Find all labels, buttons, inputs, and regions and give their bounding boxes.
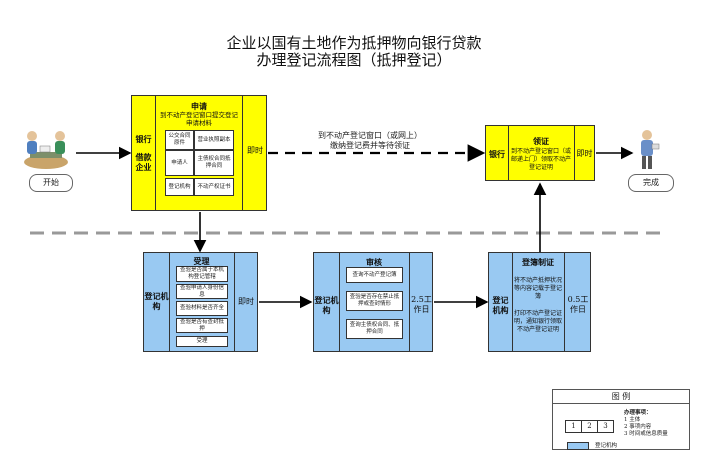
- apply-cell: 营业执照副本: [194, 130, 234, 150]
- review-cell: 查询主债权合同、抵押合同: [346, 319, 403, 339]
- legend-num-box: 2: [581, 420, 598, 433]
- diagram-subtitle: 办理登记流程图（抵押登记）: [256, 51, 452, 69]
- start-terminal: 开始: [29, 174, 73, 192]
- accept-step: 登记机构 受理 查验是否属于本机构登记管辖 查验申请人身份信息 查验材料是否齐全…: [143, 252, 258, 352]
- cert-time: 即时: [576, 149, 593, 158]
- apply-cell: 申请人: [165, 150, 194, 176]
- accept-side-label: 登记机构: [144, 291, 169, 311]
- legend-notes-title: 办理事项：: [624, 410, 652, 416]
- accept-cell: 查验是否属于本机构登记管辖: [176, 266, 228, 282]
- review-step: 登记机构 审核 查询不动产登记簿 查验是否存在禁止抵押或查封情形 查询主债权合同…: [313, 252, 433, 352]
- accept-heading: 受理: [193, 256, 210, 266]
- register-text-2: 打印不动产登记证明，通知银行领取不动产登记证明: [514, 310, 563, 333]
- start-people-icon: [18, 128, 74, 172]
- legend-note: 2 事项内容: [624, 424, 652, 430]
- legend-note: 1 主体: [624, 417, 641, 423]
- register-text-1: 将不动产抵押状况等内容记载于登记簿: [514, 277, 563, 300]
- register-time: 0.5工作日: [567, 295, 589, 314]
- apply-description: 到不动产登记窗口提交登记申请材料: [160, 111, 238, 127]
- legend: 图 例 1 2 3 办理事项： 1 主体 2 事项内容 3 时间或信息质量 登记…: [552, 389, 690, 450]
- apply-cell: 公交合同原件: [165, 130, 194, 150]
- accept-cell: 查验申请人身份信息: [176, 284, 228, 299]
- register-step: 登记机构 登簿制证 将不动产抵押状况等内容记载于登记簿 打印不动产登记证明，通知…: [488, 252, 591, 352]
- end-person-icon: [632, 128, 662, 172]
- diagram-title: 企业以国有土地作为抵押物向银行贷款: [226, 34, 482, 52]
- accept-time: 即时: [238, 297, 254, 306]
- apply-cell: 不动产权证书: [194, 178, 234, 196]
- register-side-label: 登记机构: [492, 295, 509, 315]
- legend-num-box: 3: [597, 420, 614, 433]
- apply-side-label-2: 借款: [135, 152, 152, 162]
- review-side-label: 登记机构: [314, 295, 339, 315]
- cert-side-label: 银行: [489, 149, 505, 159]
- apply-side-label-1: 银行: [135, 134, 152, 144]
- review-time: 2.5工作日: [411, 295, 432, 314]
- cert-heading: 领证: [533, 136, 549, 146]
- legend-title: 图 例: [553, 390, 689, 404]
- review-cell: 查询不动产登记簿: [346, 267, 403, 283]
- certificate-step: 银行 领证 到不动产登记窗口（或邮递上门）领取不动产登记证明 即时: [485, 125, 595, 181]
- accept-cell: 受理: [176, 336, 228, 347]
- middle-note-line1: 到不动产登记窗口（或网上）: [318, 131, 422, 140]
- register-heading: 登簿制证: [522, 257, 554, 267]
- middle-note-line2: 缴纳登记费并等待领证: [330, 141, 410, 150]
- apply-cell: 主债权合同抵押合同: [194, 150, 234, 176]
- apply-time: 即时: [247, 146, 263, 155]
- legend-num-box: 1: [565, 420, 582, 433]
- review-cell: 查验是否存在禁止抵押或查封情形: [346, 291, 403, 311]
- accept-cell: 查验是否有查封抵押: [176, 318, 228, 333]
- apply-side-label-3: 企业: [135, 162, 152, 172]
- cert-description: 到不动产登记窗口（或邮递上门）领取不动产登记证明: [511, 148, 572, 171]
- legend-blue-label: 登记机构: [595, 443, 618, 449]
- apply-heading: 申请: [191, 101, 207, 111]
- review-heading: 审核: [366, 257, 382, 267]
- apply-cell: 登记机构: [165, 178, 194, 196]
- accept-cell: 查验材料是否齐全: [176, 301, 228, 316]
- apply-step: 银行 借款 企业 申请 到不动产登记窗口提交登记申请材料 公交合同原件 营业执照…: [131, 95, 267, 211]
- end-terminal: 完成: [628, 174, 674, 192]
- legend-note: 3 时间或信息质量: [624, 431, 668, 437]
- legend-blue-swatch: [567, 442, 589, 450]
